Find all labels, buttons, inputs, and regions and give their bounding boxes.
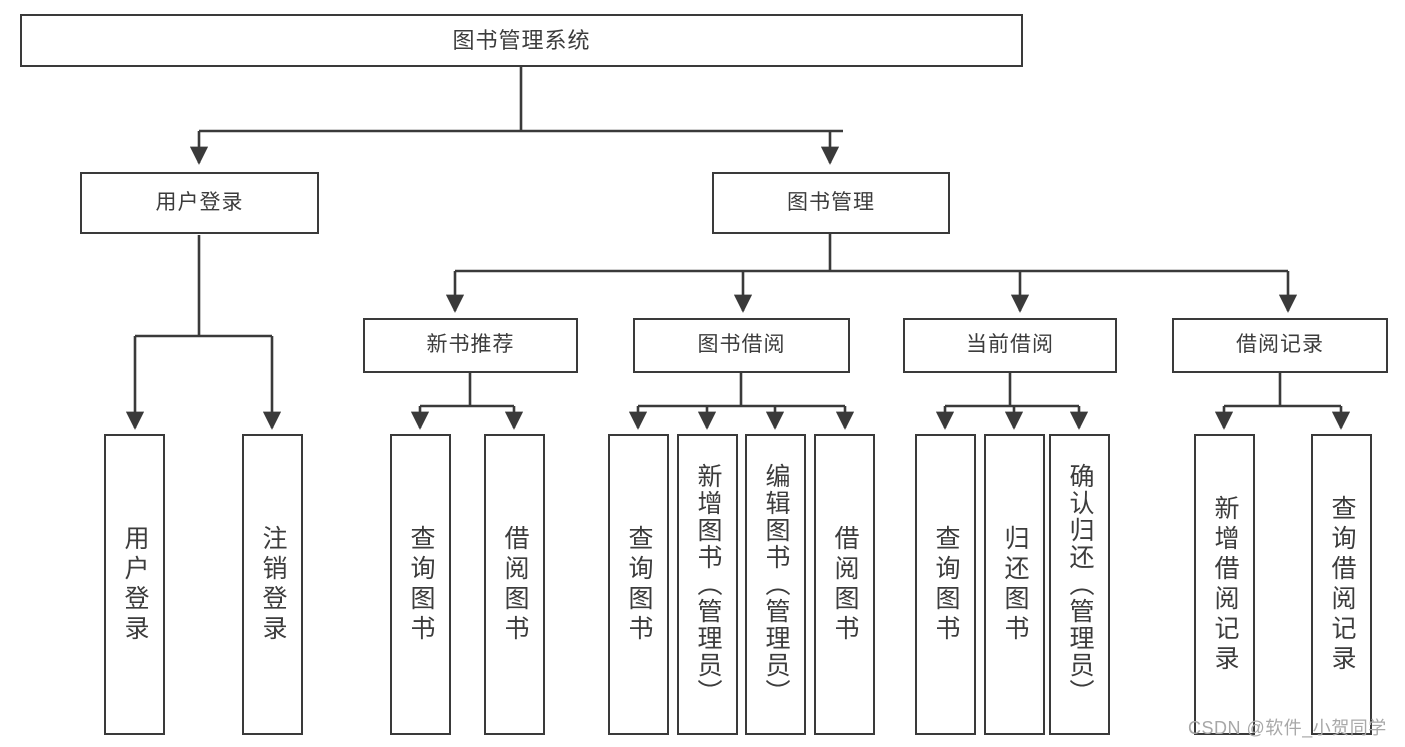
- leaf-borrow-book[interactable]: 借阅图书: [814, 434, 875, 735]
- node-label: 归还图书: [1001, 524, 1029, 645]
- node-label: 确认归还（管理员）: [1066, 463, 1094, 706]
- leaf-borrow-book-recommend[interactable]: 借阅图书: [484, 434, 545, 735]
- node-label: 借阅图书: [831, 524, 859, 645]
- node-label: 用户登录: [155, 190, 244, 214]
- leaf-confirm-return-admin[interactable]: 确认归还（管理员）: [1049, 434, 1110, 735]
- node-label: 图书管理: [787, 190, 875, 214]
- node-new-book-recommend[interactable]: 新书推荐: [363, 318, 578, 373]
- watermark: CSDN @软件_小贺同学: [1188, 718, 1387, 738]
- node-borrow-record[interactable]: 借阅记录: [1172, 318, 1388, 373]
- leaf-query-book-recommend[interactable]: 查询图书: [390, 434, 451, 735]
- node-user-login[interactable]: 用户登录: [80, 172, 319, 234]
- leaf-return-book[interactable]: 归还图书: [984, 434, 1045, 735]
- node-label: 图书管理系统: [452, 27, 591, 53]
- leaf-logout[interactable]: 注销登录: [242, 434, 303, 735]
- leaf-edit-book-admin[interactable]: 编辑图书（管理员）: [745, 434, 806, 735]
- node-root-system[interactable]: 图书管理系统: [20, 14, 1023, 67]
- node-label: 借阅图书: [501, 524, 529, 645]
- node-label: 新书推荐: [426, 333, 515, 357]
- node-label: 图书借阅: [697, 333, 786, 357]
- leaf-add-book-admin[interactable]: 新增图书（管理员）: [677, 434, 738, 735]
- leaf-user-login[interactable]: 用户登录: [104, 434, 165, 735]
- node-label: 当前借阅: [966, 333, 1054, 357]
- node-label: 查询图书: [407, 524, 435, 645]
- node-label: 查询借阅记录: [1328, 494, 1356, 675]
- node-label: 借阅记录: [1236, 333, 1324, 357]
- node-book-management[interactable]: 图书管理: [712, 172, 950, 234]
- node-label: 新增图书（管理员）: [694, 463, 722, 706]
- node-label: 注销登录: [259, 524, 287, 645]
- node-label: 查询图书: [625, 524, 653, 645]
- node-label: 新增借阅记录: [1211, 494, 1239, 675]
- leaf-query-borrow-record[interactable]: 查询借阅记录: [1311, 434, 1372, 735]
- node-label: 查询图书: [932, 524, 960, 645]
- leaf-query-book-current[interactable]: 查询图书: [915, 434, 976, 735]
- node-label: 编辑图书（管理员）: [762, 463, 790, 706]
- node-label: 用户登录: [121, 524, 149, 645]
- leaf-add-borrow-record[interactable]: 新增借阅记录: [1194, 434, 1255, 735]
- node-current-borrow[interactable]: 当前借阅: [903, 318, 1117, 373]
- leaf-query-book-borrow[interactable]: 查询图书: [608, 434, 669, 735]
- node-book-borrow[interactable]: 图书借阅: [633, 318, 850, 373]
